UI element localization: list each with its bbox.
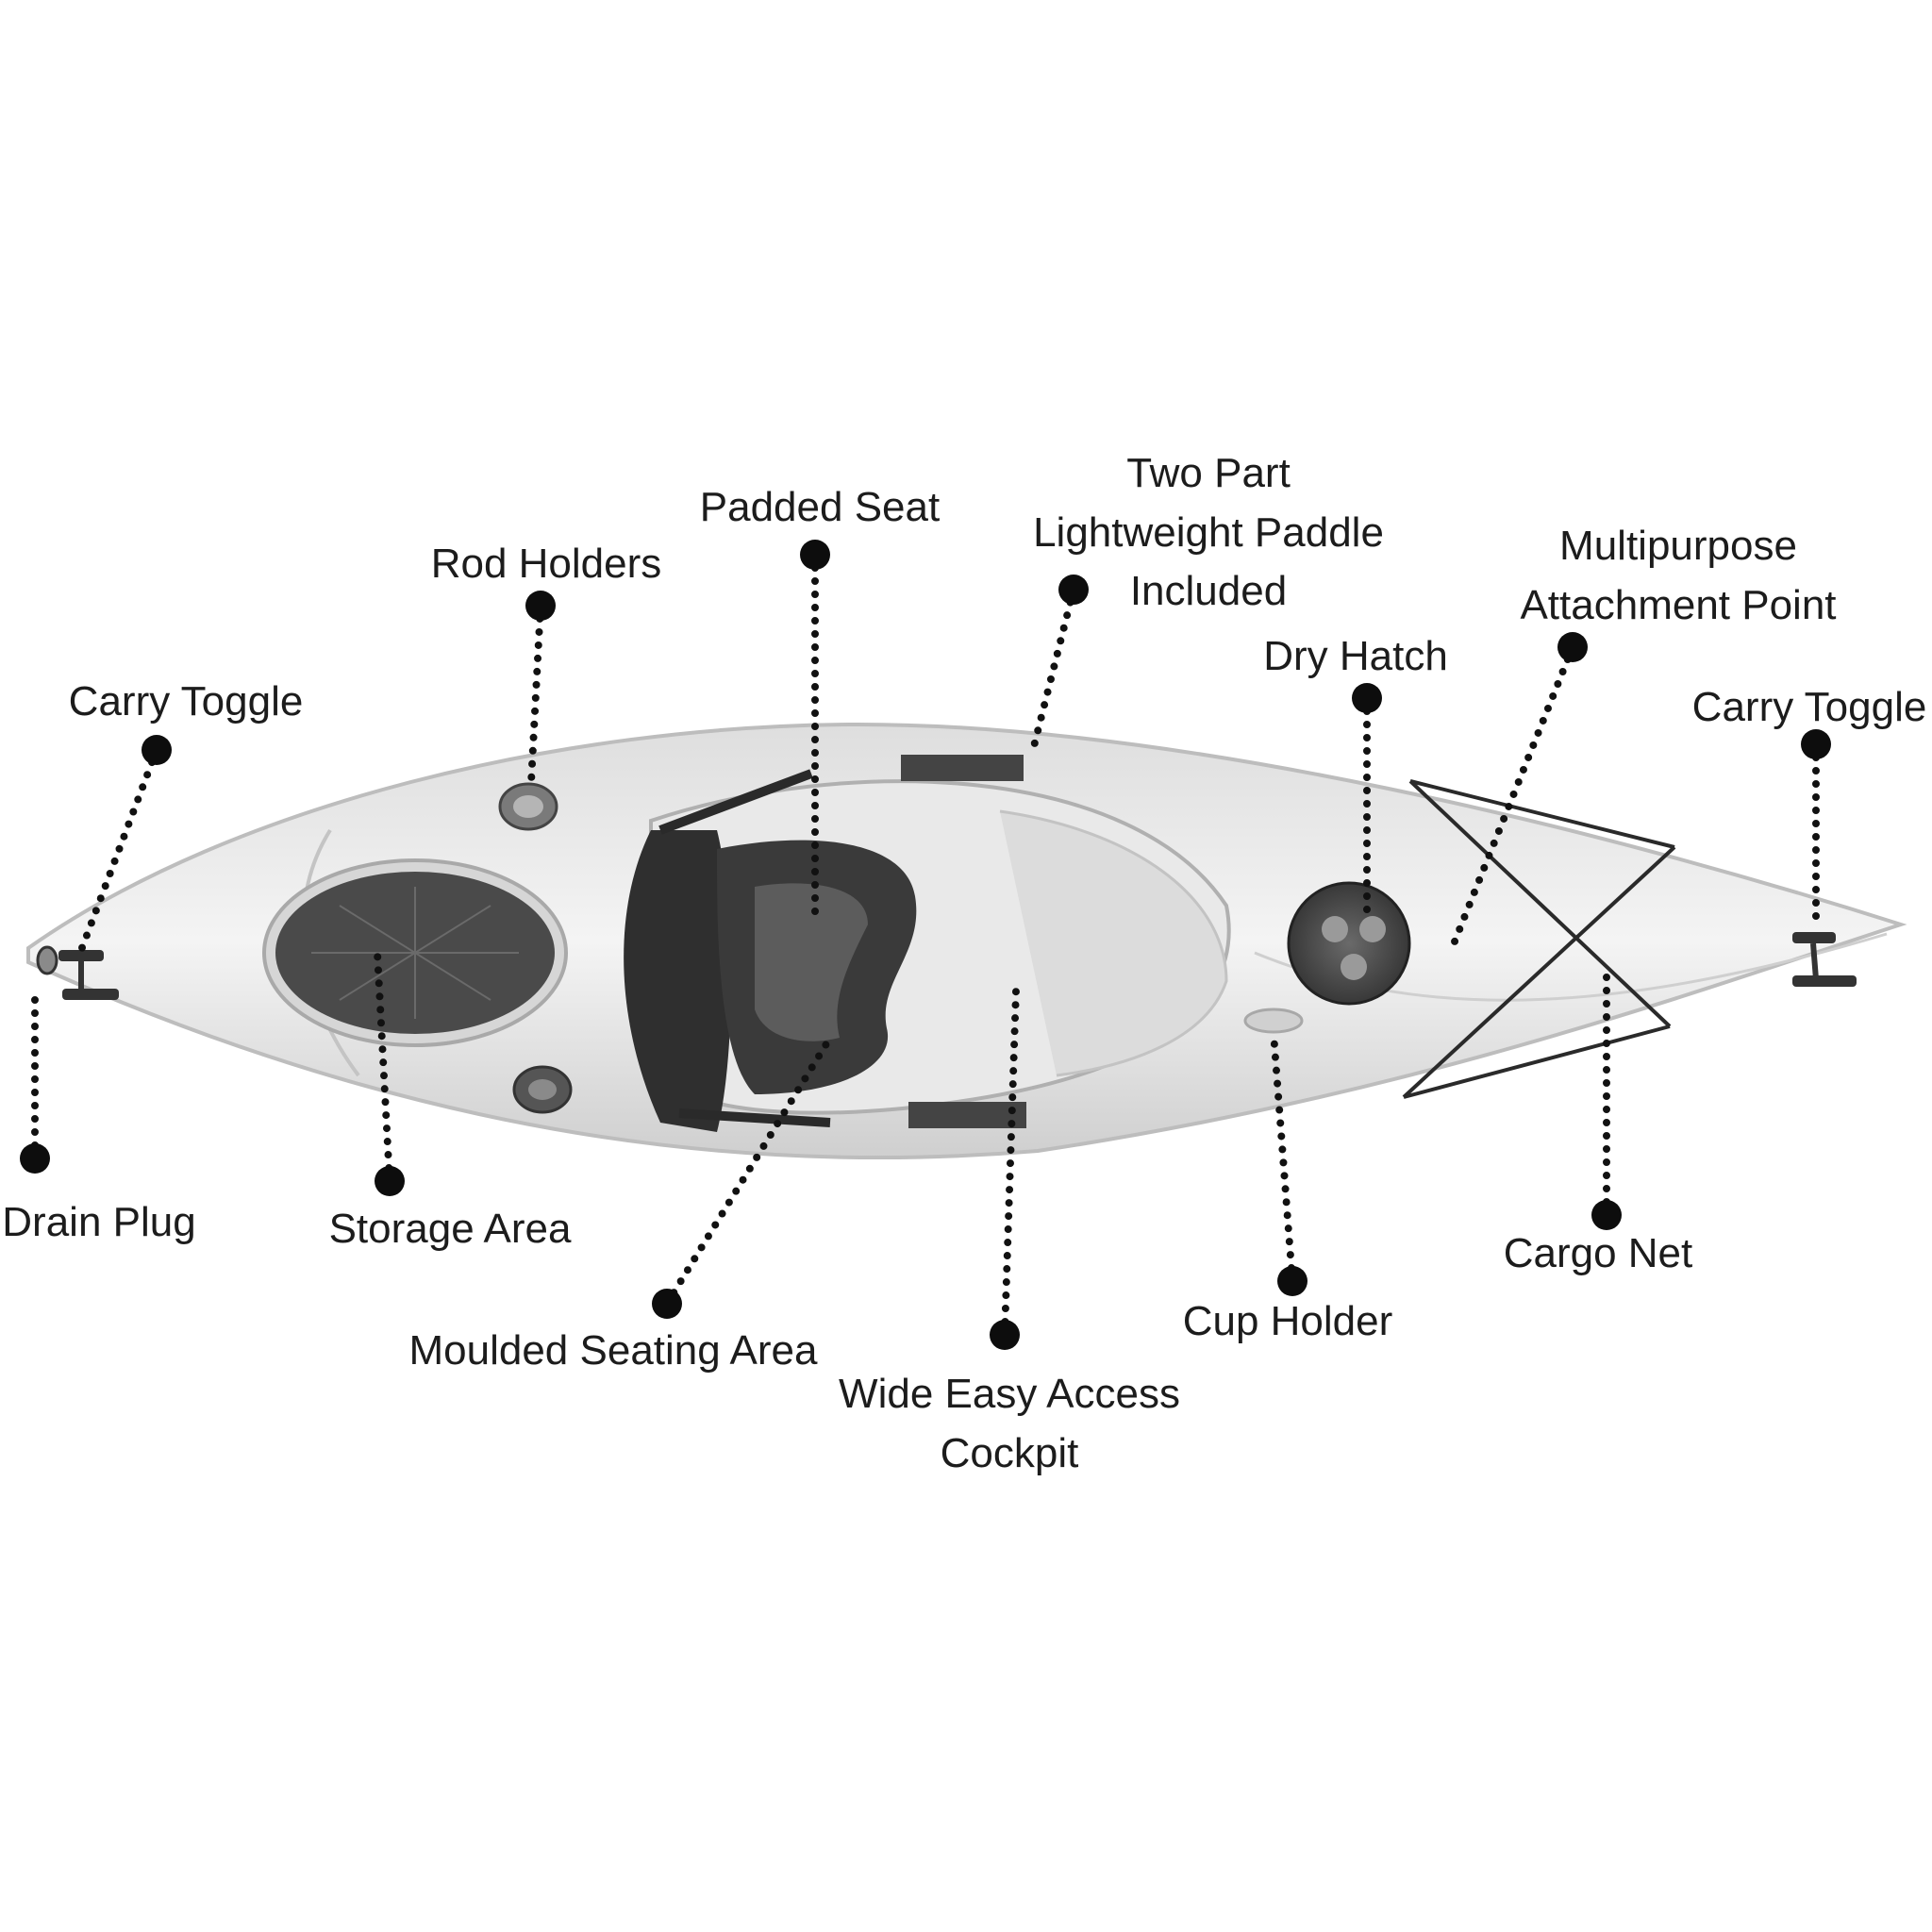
drain-plug	[38, 947, 57, 974]
label-padded-seat: Padded Seat	[700, 484, 940, 530]
label-attachment-line1: Multipurpose	[1559, 523, 1797, 569]
callout-dot	[1591, 1200, 1622, 1230]
kayak-illustration	[28, 724, 1901, 1158]
callout-dot	[1277, 1266, 1307, 1296]
callout-dot	[1557, 632, 1588, 662]
callout-dot	[1352, 683, 1382, 713]
dry-hatch	[1289, 883, 1409, 1004]
label-attachment-line2: Attachment Point	[1520, 582, 1836, 628]
callout-paddle	[1033, 575, 1089, 750]
label-cup-holder: Cup Holder	[1183, 1298, 1393, 1344]
label-paddle-line1: Two Part	[1126, 450, 1291, 496]
label-drain-plug: Drain Plug	[2, 1199, 195, 1245]
label-dry-hatch: Dry Hatch	[1263, 633, 1448, 679]
paddle-keeper-top	[901, 755, 1024, 781]
label-carry-toggle-right: Carry Toggle	[1692, 684, 1927, 730]
callout-dot	[1058, 575, 1089, 605]
callout-drain-plug	[20, 989, 50, 1174]
rod-holder-bottom	[514, 1067, 571, 1112]
callout-dot	[20, 1143, 50, 1174]
callout-dot	[375, 1166, 405, 1196]
label-carry-toggle-left: Carry Toggle	[69, 678, 304, 724]
label-paddle-line2: Lightweight Paddle	[1033, 509, 1384, 556]
label-storage-area: Storage Area	[329, 1206, 572, 1252]
callout-dot	[525, 591, 556, 621]
cup-holder	[1245, 1009, 1302, 1032]
label-rod-holders: Rod Holders	[431, 541, 662, 587]
callout-dot	[800, 540, 830, 570]
storage-area-hatch	[264, 860, 566, 1045]
label-cockpit-line2: Cockpit	[941, 1430, 1079, 1476]
callout-dot	[1801, 729, 1831, 759]
label-cockpit-line1: Wide Easy Access	[839, 1371, 1180, 1417]
callout-dot	[142, 735, 172, 765]
label-cargo-net: Cargo Net	[1504, 1230, 1693, 1276]
callout-dot	[990, 1320, 1020, 1350]
rod-holder-top	[500, 784, 557, 829]
label-paddle-line3: Included	[1130, 568, 1287, 614]
label-moulded-seating: Moulded Seating Area	[409, 1327, 819, 1374]
callout-dot	[652, 1289, 682, 1319]
